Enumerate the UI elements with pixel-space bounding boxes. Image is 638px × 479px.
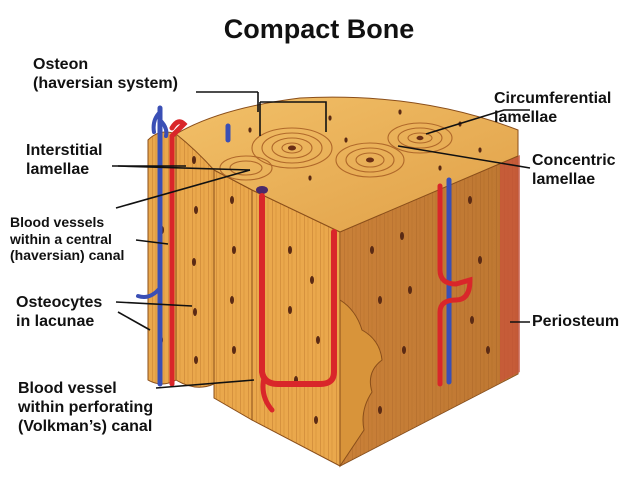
blood-vessels	[136, 105, 473, 413]
leader-lines	[112, 91, 531, 389]
label-osteon: Osteon(haversian system)	[33, 56, 178, 92]
diagram-title: Compact Bone	[223, 14, 415, 44]
label-periosteum: Periosteum	[532, 313, 620, 330]
periosteum-layer	[500, 155, 520, 382]
osteon-rings	[219, 122, 453, 181]
top-surface	[175, 96, 519, 233]
front-face	[251, 189, 341, 467]
